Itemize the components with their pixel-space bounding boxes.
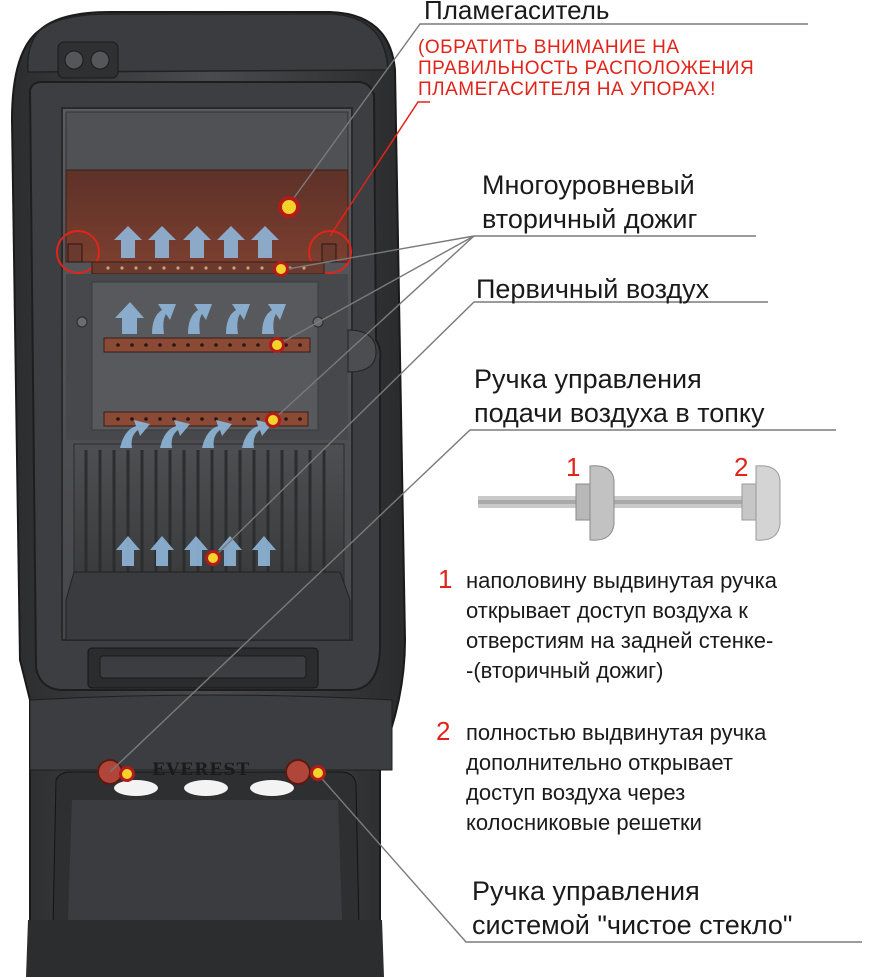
desc-1-line-1: наполовину выдвинутая ручка <box>466 568 777 593</box>
label-flame-baffle: Пламегаситель <box>424 0 610 25</box>
marker-flame-baffle <box>278 196 300 218</box>
label-clean-glass-line-1: Ручка управления <box>472 876 700 906</box>
secondary-air-tube-2 <box>103 337 311 353</box>
baffle-support-left <box>67 243 83 263</box>
leader-lines <box>109 23 862 943</box>
red-leader-line <box>329 101 430 237</box>
top-knob-right <box>90 50 110 70</box>
flame-baffle <box>65 169 349 263</box>
air-flow-arrows <box>114 226 286 566</box>
label-clean-glass-line-2: системой "чистое стекло" <box>472 910 793 940</box>
marker-secondary-burn-2 <box>269 337 285 353</box>
label-secondary-burn-line-2: вторичный дожиг <box>482 204 698 234</box>
marker-clean-glass-handle <box>310 765 326 781</box>
note-line-1: (ОБРАТИТЬ ВНИМАНИЕ НА <box>418 37 680 58</box>
handle-pos1-collar <box>575 483 591 521</box>
handle-pos1-knob <box>589 465 615 541</box>
desc-2-line-3: доступ воздуха через <box>466 780 686 805</box>
top-knob-left <box>64 50 84 70</box>
desc-1-line-3: отверстиям на задней стенке- <box>466 628 774 653</box>
desc-2-number: 2 <box>436 716 451 746</box>
marker-secondary-burn-3 <box>265 412 281 428</box>
label-air-handle-line-2: подачи воздуха в топку <box>474 398 765 428</box>
desc-2-line-4: колосниковые решетки <box>466 810 702 835</box>
desc-2-line-2: дополнительно открывает <box>466 750 733 775</box>
desc-2-line-1: полностью выдвинутая ручка <box>466 720 767 745</box>
handle-pos2-knob <box>755 465 781 541</box>
grate <box>73 443 345 591</box>
label-primary-air: Первичный воздух <box>476 274 710 304</box>
note-line-3: ПЛАМЕГАСИТЕЛЯ НА УПОРАХ! <box>418 79 716 100</box>
note-line-2: ПРАВИЛЬНОСТЬ РАСПОЛОЖЕНИЯ <box>418 58 755 79</box>
marker-air-handle <box>119 766 135 782</box>
support-highlight-right <box>308 230 352 274</box>
handle-pos2-number: 2 <box>734 452 749 482</box>
baffle-support-right <box>321 243 337 263</box>
handle-pos1-number: 1 <box>566 452 581 482</box>
label-secondary-burn-line-1: Многоуровневый <box>482 170 695 200</box>
everest-logo: EVEREST <box>152 760 251 780</box>
label-air-handle-line-1: Ручка управления <box>474 364 702 394</box>
clean-glass-handle-knob <box>285 759 311 785</box>
marker-secondary-burn-1 <box>273 261 289 277</box>
desc-1-number: 1 <box>438 564 453 594</box>
marker-primary-air <box>205 550 221 566</box>
desc-1-line-2: открывает доступ воздуха к <box>466 598 748 623</box>
handle-pos2-collar <box>741 483 757 521</box>
support-highlight-left <box>56 230 100 274</box>
handle-position-diagram <box>478 465 781 541</box>
desc-1-line-4: -(вторичный дожиг) <box>466 658 664 683</box>
